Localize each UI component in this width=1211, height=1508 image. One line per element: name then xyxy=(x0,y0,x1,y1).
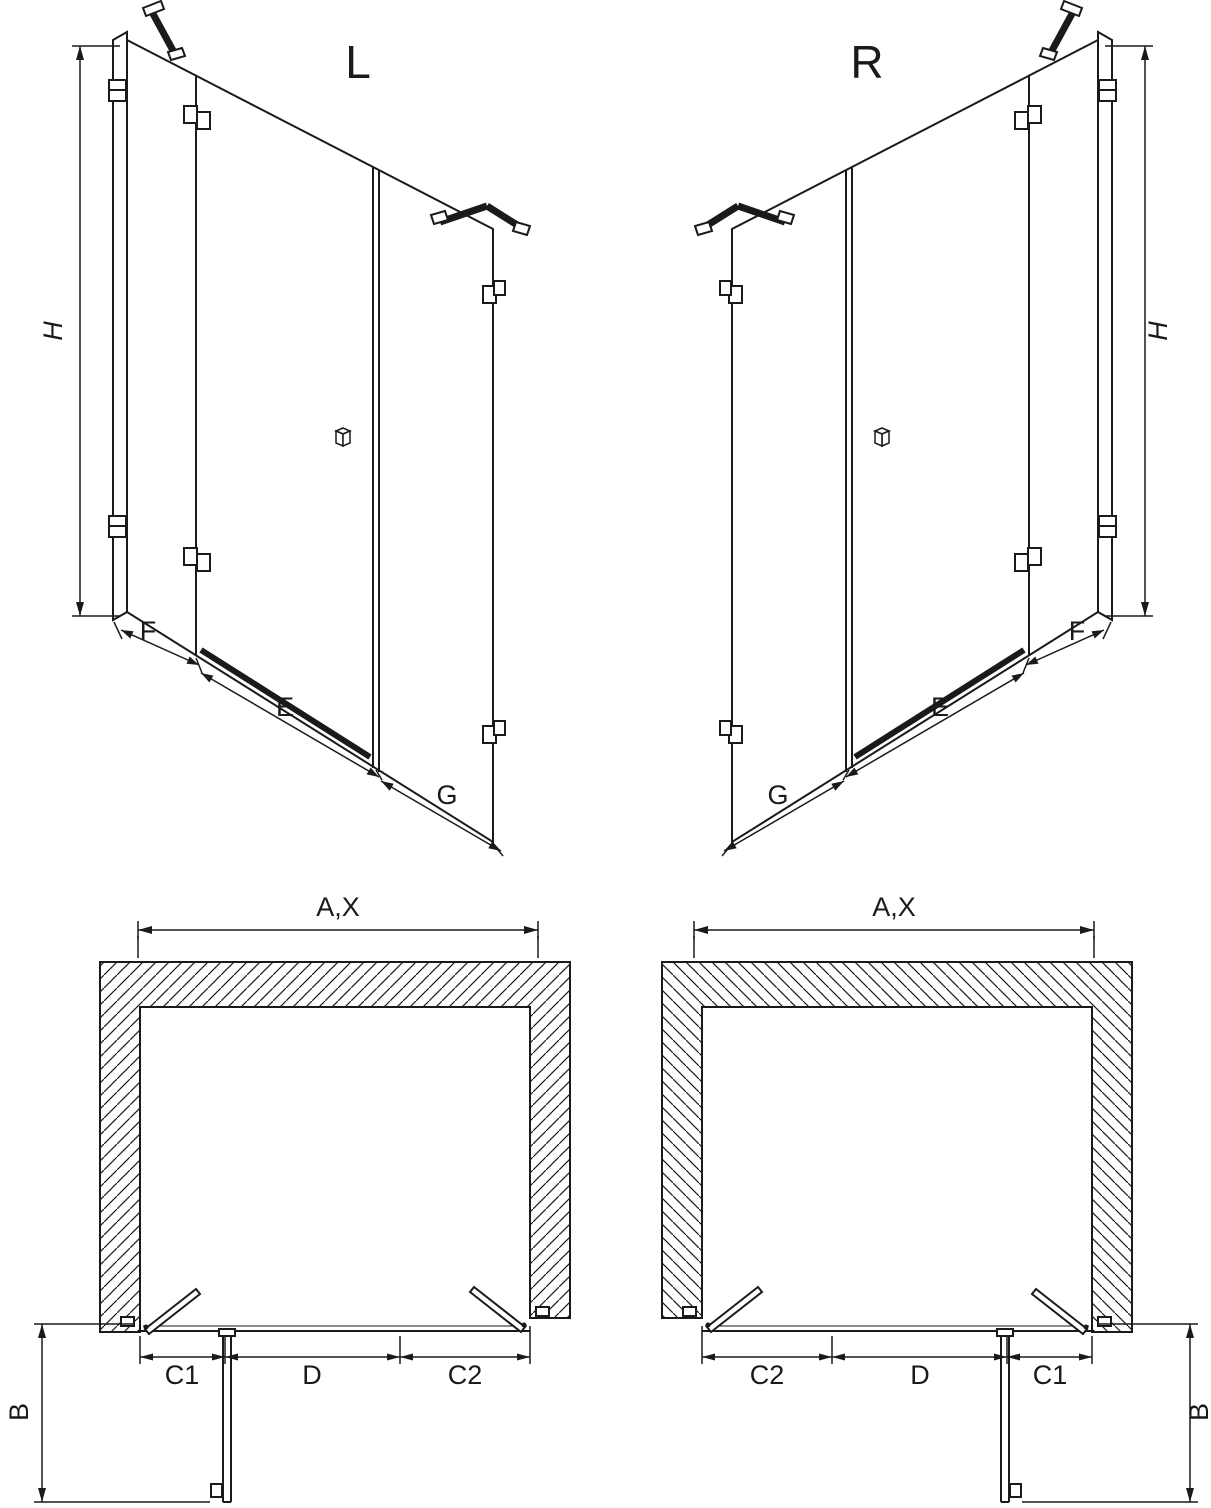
dim-label-f-left: F xyxy=(140,616,157,646)
dim-label-c2-right: C2 xyxy=(750,1360,785,1390)
dim-label-e-left: E xyxy=(276,692,294,722)
iso-view-right xyxy=(695,1,1153,856)
dim-label-b-right: B xyxy=(1184,1403,1211,1421)
dim-label-e-right: E xyxy=(931,692,949,722)
variant-label-right: R xyxy=(850,36,883,88)
dim-label-d-right: D xyxy=(910,1360,930,1390)
variant-label-left: L xyxy=(345,36,371,88)
plan-view-right xyxy=(661,920,1199,1503)
dim-label-h-right: H xyxy=(1143,321,1173,341)
iso-view-left xyxy=(72,1,530,856)
dim-label-b-left: B xyxy=(4,1403,34,1421)
dim-label-g-right: G xyxy=(767,780,788,810)
dim-label-c2-left: C2 xyxy=(448,1360,483,1390)
dim-label-h-left: H xyxy=(38,321,68,341)
dim-label-c1-right: C1 xyxy=(1033,1360,1068,1390)
dim-label-c1-left: C1 xyxy=(165,1360,200,1390)
dim-label-ax-right: A,X xyxy=(872,892,916,922)
dim-label-g-left: G xyxy=(436,780,457,810)
dim-label-f-right: F xyxy=(1069,616,1086,646)
dim-label-ax-left: A,X xyxy=(316,892,360,922)
dim-label-d-left: D xyxy=(302,1360,322,1390)
plan-view-left xyxy=(33,920,571,1503)
